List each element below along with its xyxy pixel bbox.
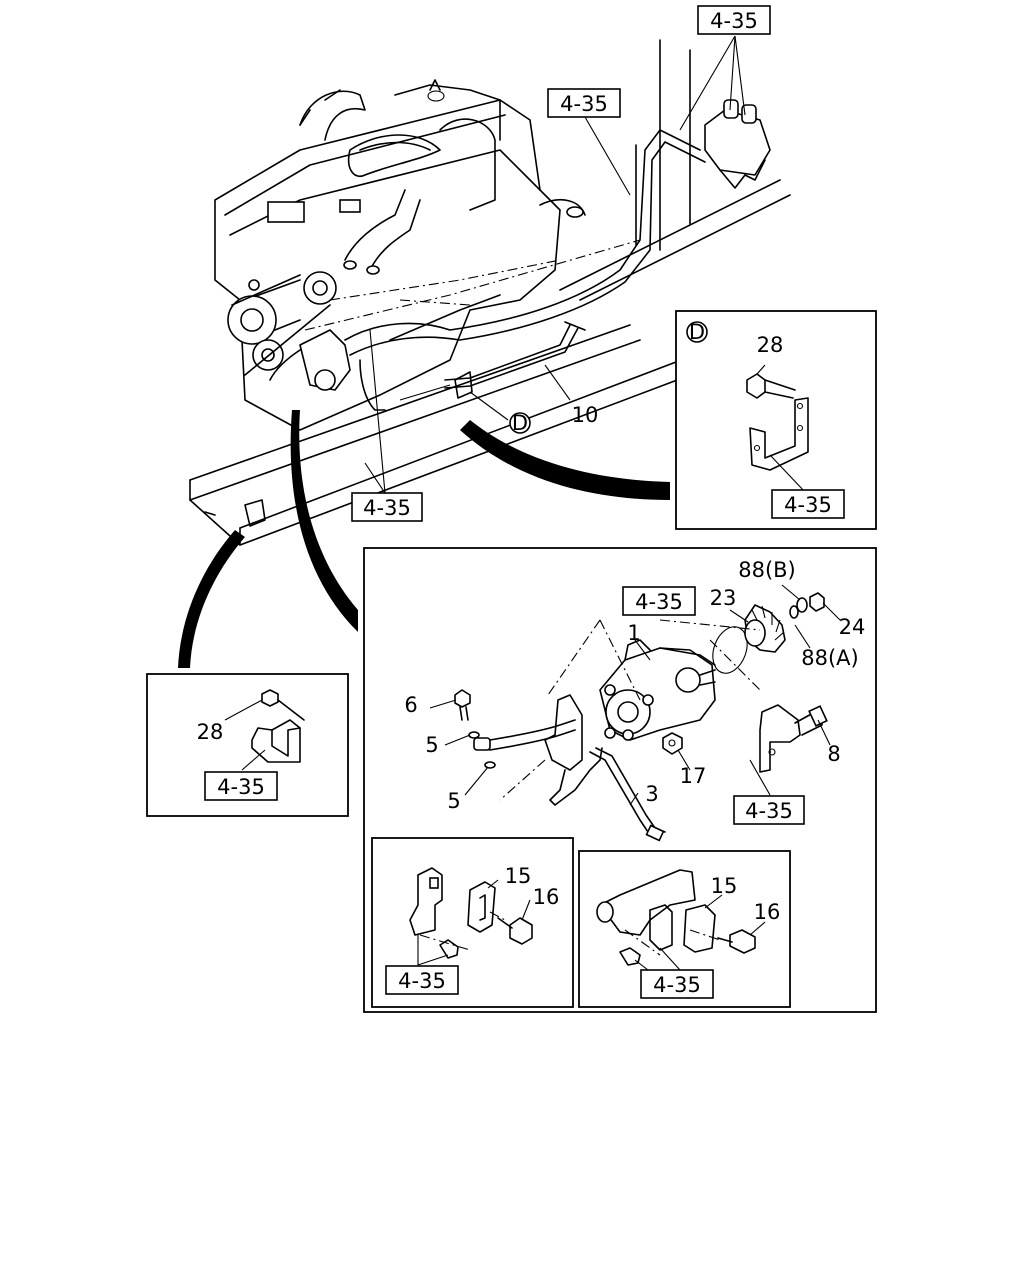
view-d-marker-letter: D	[689, 320, 705, 344]
callout-5-upper: 5	[425, 733, 438, 757]
svg-text:4-35: 4-35	[784, 493, 832, 517]
ref-box-left-panel: 4-35	[204, 771, 278, 801]
callout-88b: 88(B)	[738, 558, 796, 582]
ref-box-clamp-right: 4-35	[640, 969, 714, 999]
detail-pointer-swoosh	[460, 420, 670, 500]
callout-28-left: 28	[197, 720, 224, 744]
view-d-marker-overview-letter: D	[512, 411, 528, 435]
ref-box-detail-d: 4-35	[771, 489, 845, 519]
svg-text:4-35: 4-35	[398, 969, 446, 993]
detail-pointer-swoosh	[178, 530, 245, 668]
svg-text:4-35: 4-35	[363, 496, 411, 520]
detail-pointer-swoosh	[290, 410, 358, 632]
ref-box-upper-left: 4-35	[547, 88, 621, 118]
callout-24: 24	[839, 615, 866, 639]
callout-15-right: 15	[711, 874, 738, 898]
svg-text:4-35: 4-35	[635, 590, 683, 614]
callout-1: 1	[627, 621, 640, 645]
ref-box-pump: 4-35	[622, 586, 696, 616]
engine-overview	[189, 39, 791, 546]
ref-box-engine: 4-35	[351, 492, 423, 522]
callout-10: 10	[572, 403, 599, 427]
callout-5-lower: 5	[447, 789, 460, 813]
callout-17: 17	[680, 764, 707, 788]
callout-88a: 88(A)	[801, 646, 858, 670]
view-d-marker-overview	[509, 412, 531, 434]
callout-23: 23	[710, 586, 737, 610]
callout-16-left: 16	[533, 885, 560, 909]
svg-text:4-35: 4-35	[745, 799, 793, 823]
svg-text:4-35: 4-35	[560, 92, 608, 116]
svg-text:4-35: 4-35	[653, 973, 701, 997]
ref-box-bracket-8: 4-35	[733, 795, 805, 825]
view-d-marker	[686, 321, 708, 343]
callout-6: 6	[404, 693, 417, 717]
callout-15-left: 15	[505, 864, 532, 888]
svg-text:4-35: 4-35	[710, 9, 758, 33]
callout-28-detail-d: 28	[757, 333, 784, 357]
callout-3: 3	[645, 782, 658, 806]
ref-box-clamp-left: 4-35	[385, 965, 459, 995]
callout-16-right: 16	[754, 900, 781, 924]
callout-8: 8	[827, 742, 840, 766]
svg-text:4-35: 4-35	[217, 775, 265, 799]
ref-box-top: 4-35	[697, 5, 771, 35]
